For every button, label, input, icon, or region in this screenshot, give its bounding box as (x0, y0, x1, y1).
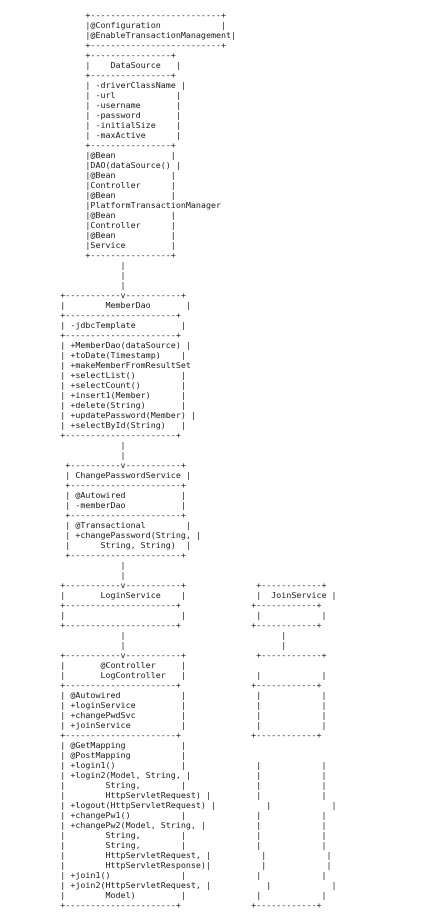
diagram-line: | -jdbcTemplate | (0, 320, 186, 330)
diagram-line: |Controller | (0, 220, 176, 230)
diagram-line: | -username | (0, 100, 181, 110)
diagram-line: | String, | | | (0, 830, 327, 840)
diagram-line: | DataSource | (0, 60, 181, 70)
diagram-line: | +makeMemberFromResultSet (0, 360, 191, 370)
diagram-line: | @Controller | (0, 660, 186, 670)
diagram-line: | +toDate(Timestamp) | (0, 350, 186, 360)
diagram-line: | +logout(HttpServletRequest) | | | (0, 800, 337, 810)
diagram-line: | ChangePasswordService | (0, 470, 191, 480)
diagram-line: | +insert1(Member) | (0, 390, 186, 400)
diagram-line: +----------------------+ (0, 510, 186, 520)
diagram-line: | +join1() | | | (0, 870, 327, 880)
diagram-line: +----------------------+ +------------+ (0, 680, 322, 690)
diagram-line: | (0, 270, 126, 280)
diagram-line: | +updatePassword(Member) | (0, 410, 196, 420)
diagram-line: | +changePw2(Model, String, | | | (0, 820, 327, 830)
diagram-line: +--------------------------+ (0, 40, 227, 50)
diagram-line: | (0, 560, 126, 570)
diagram-line (0, 0, 337, 10)
diagram-line: | | | | (0, 610, 327, 620)
diagram-line: |Controller | (0, 180, 176, 190)
diagram-line: | -password | (0, 110, 181, 120)
diagram-line: | MemberDao | (0, 300, 191, 310)
diagram-line: |@Configuration | (0, 20, 227, 30)
diagram-line: |@Bean | (0, 190, 176, 200)
diagram-line: | @GetMapping | (0, 740, 186, 750)
diagram-line: |PlatformTransactionManager (0, 200, 222, 210)
diagram-line: | (0, 440, 126, 450)
diagram-line: | (0, 260, 126, 270)
diagram-line: | +login1() | | | (0, 760, 327, 770)
diagram-line: +-----------v-----------+ +------------+ (0, 650, 327, 660)
diagram-line: +----------------+ (0, 140, 176, 150)
diagram-line: | @Transactional | (0, 520, 191, 530)
diagram-line: | String, | | | (0, 840, 327, 850)
diagram-line: | +changePw1() | | | (0, 810, 327, 820)
diagram-line: | +changePwdSvc | | | (0, 710, 327, 720)
diagram-line: +--------------------------+ (0, 10, 227, 20)
diagram-line: +----------------------+ (0, 330, 181, 340)
diagram-line: | HttpServletRequest) | | | (0, 790, 327, 800)
diagram-line: | +selectById(String) | (0, 420, 186, 430)
diagram-line: | -url | (0, 90, 181, 100)
diagram-line: | @Autowired | (0, 490, 186, 500)
diagram-line: | LoginService | | JoinService | (0, 590, 337, 600)
diagram-line: | LogController | | | (0, 670, 327, 680)
diagram-line: | -initialSize | (0, 120, 181, 130)
diagram-line: | -maxActive | (0, 130, 181, 140)
diagram-line: +-----------v-----------+ +------------+ (0, 580, 327, 590)
diagram-line: | Model) | | | (0, 890, 327, 900)
diagram-line: |@Bean | (0, 210, 176, 220)
diagram-line: | +changePassword(String, | (0, 530, 201, 540)
diagram-line: |@Bean | (0, 150, 176, 160)
diagram-line: +----------------------+ +------------+ (0, 900, 322, 910)
ascii-class-diagram: +--------------------------+ |@Configura… (0, 0, 337, 910)
diagram-line: | HttpServletResponse)| | | (0, 860, 332, 870)
diagram-line: +----------v-----------+ (0, 460, 186, 470)
diagram-line: |@Bean | (0, 170, 176, 180)
diagram-line: | +joinService | | | (0, 720, 327, 730)
diagram-line: | String, String) | (0, 540, 191, 550)
diagram-line: +----------------------+ (0, 430, 181, 440)
diagram-line: | +delete(String) | (0, 400, 186, 410)
diagram-line: | (0, 450, 126, 460)
diagram-line: +----------------+ (0, 250, 176, 260)
diagram-line: +----------------------+ +------------+ (0, 620, 322, 630)
diagram-line: |DAO(dataSource() | (0, 160, 181, 170)
diagram-line: | +loginService | | | (0, 700, 327, 710)
diagram-line: | +login2(Model, String, | | | (0, 770, 327, 780)
diagram-line: | +selectCount() | (0, 380, 186, 390)
diagram-line: | HttpServletRequest, | | | (0, 850, 332, 860)
diagram-line: | String, | | | (0, 780, 327, 790)
diagram-line: | +MemberDao(dataSource) | (0, 340, 191, 350)
diagram-line: +----------------------+ +------------+ (0, 730, 322, 740)
diagram-line: | | (0, 630, 287, 640)
diagram-line: | -memberDao | (0, 500, 186, 510)
diagram-line: +----------------+ (0, 70, 176, 80)
diagram-line: +----------------+ (0, 50, 176, 60)
diagram-line: |@EnableTransactionManagement| (0, 30, 237, 40)
diagram-line: |@Bean | (0, 230, 176, 240)
diagram-line: +----------------------+ +------------+ (0, 600, 322, 610)
diagram-line: | @Autowired | | | (0, 690, 327, 700)
diagram-line: | -driverClassName | (0, 80, 186, 90)
diagram-line: | +selectList() | (0, 370, 186, 380)
diagram-line: +----------------------+ (0, 550, 186, 560)
diagram-line: | (0, 280, 126, 290)
diagram-line: | (0, 570, 126, 580)
diagram-line: | @PostMapping | (0, 750, 186, 760)
diagram-line: +----------------------+ (0, 480, 186, 490)
diagram-line: +-----------v-----------+ (0, 290, 186, 300)
diagram-line: +----------------------+ (0, 310, 181, 320)
diagram-line: | +join2(HttpServletRequest, | | | (0, 880, 337, 890)
diagram-line: | | (0, 640, 287, 650)
diagram-line: |Service | (0, 240, 176, 250)
